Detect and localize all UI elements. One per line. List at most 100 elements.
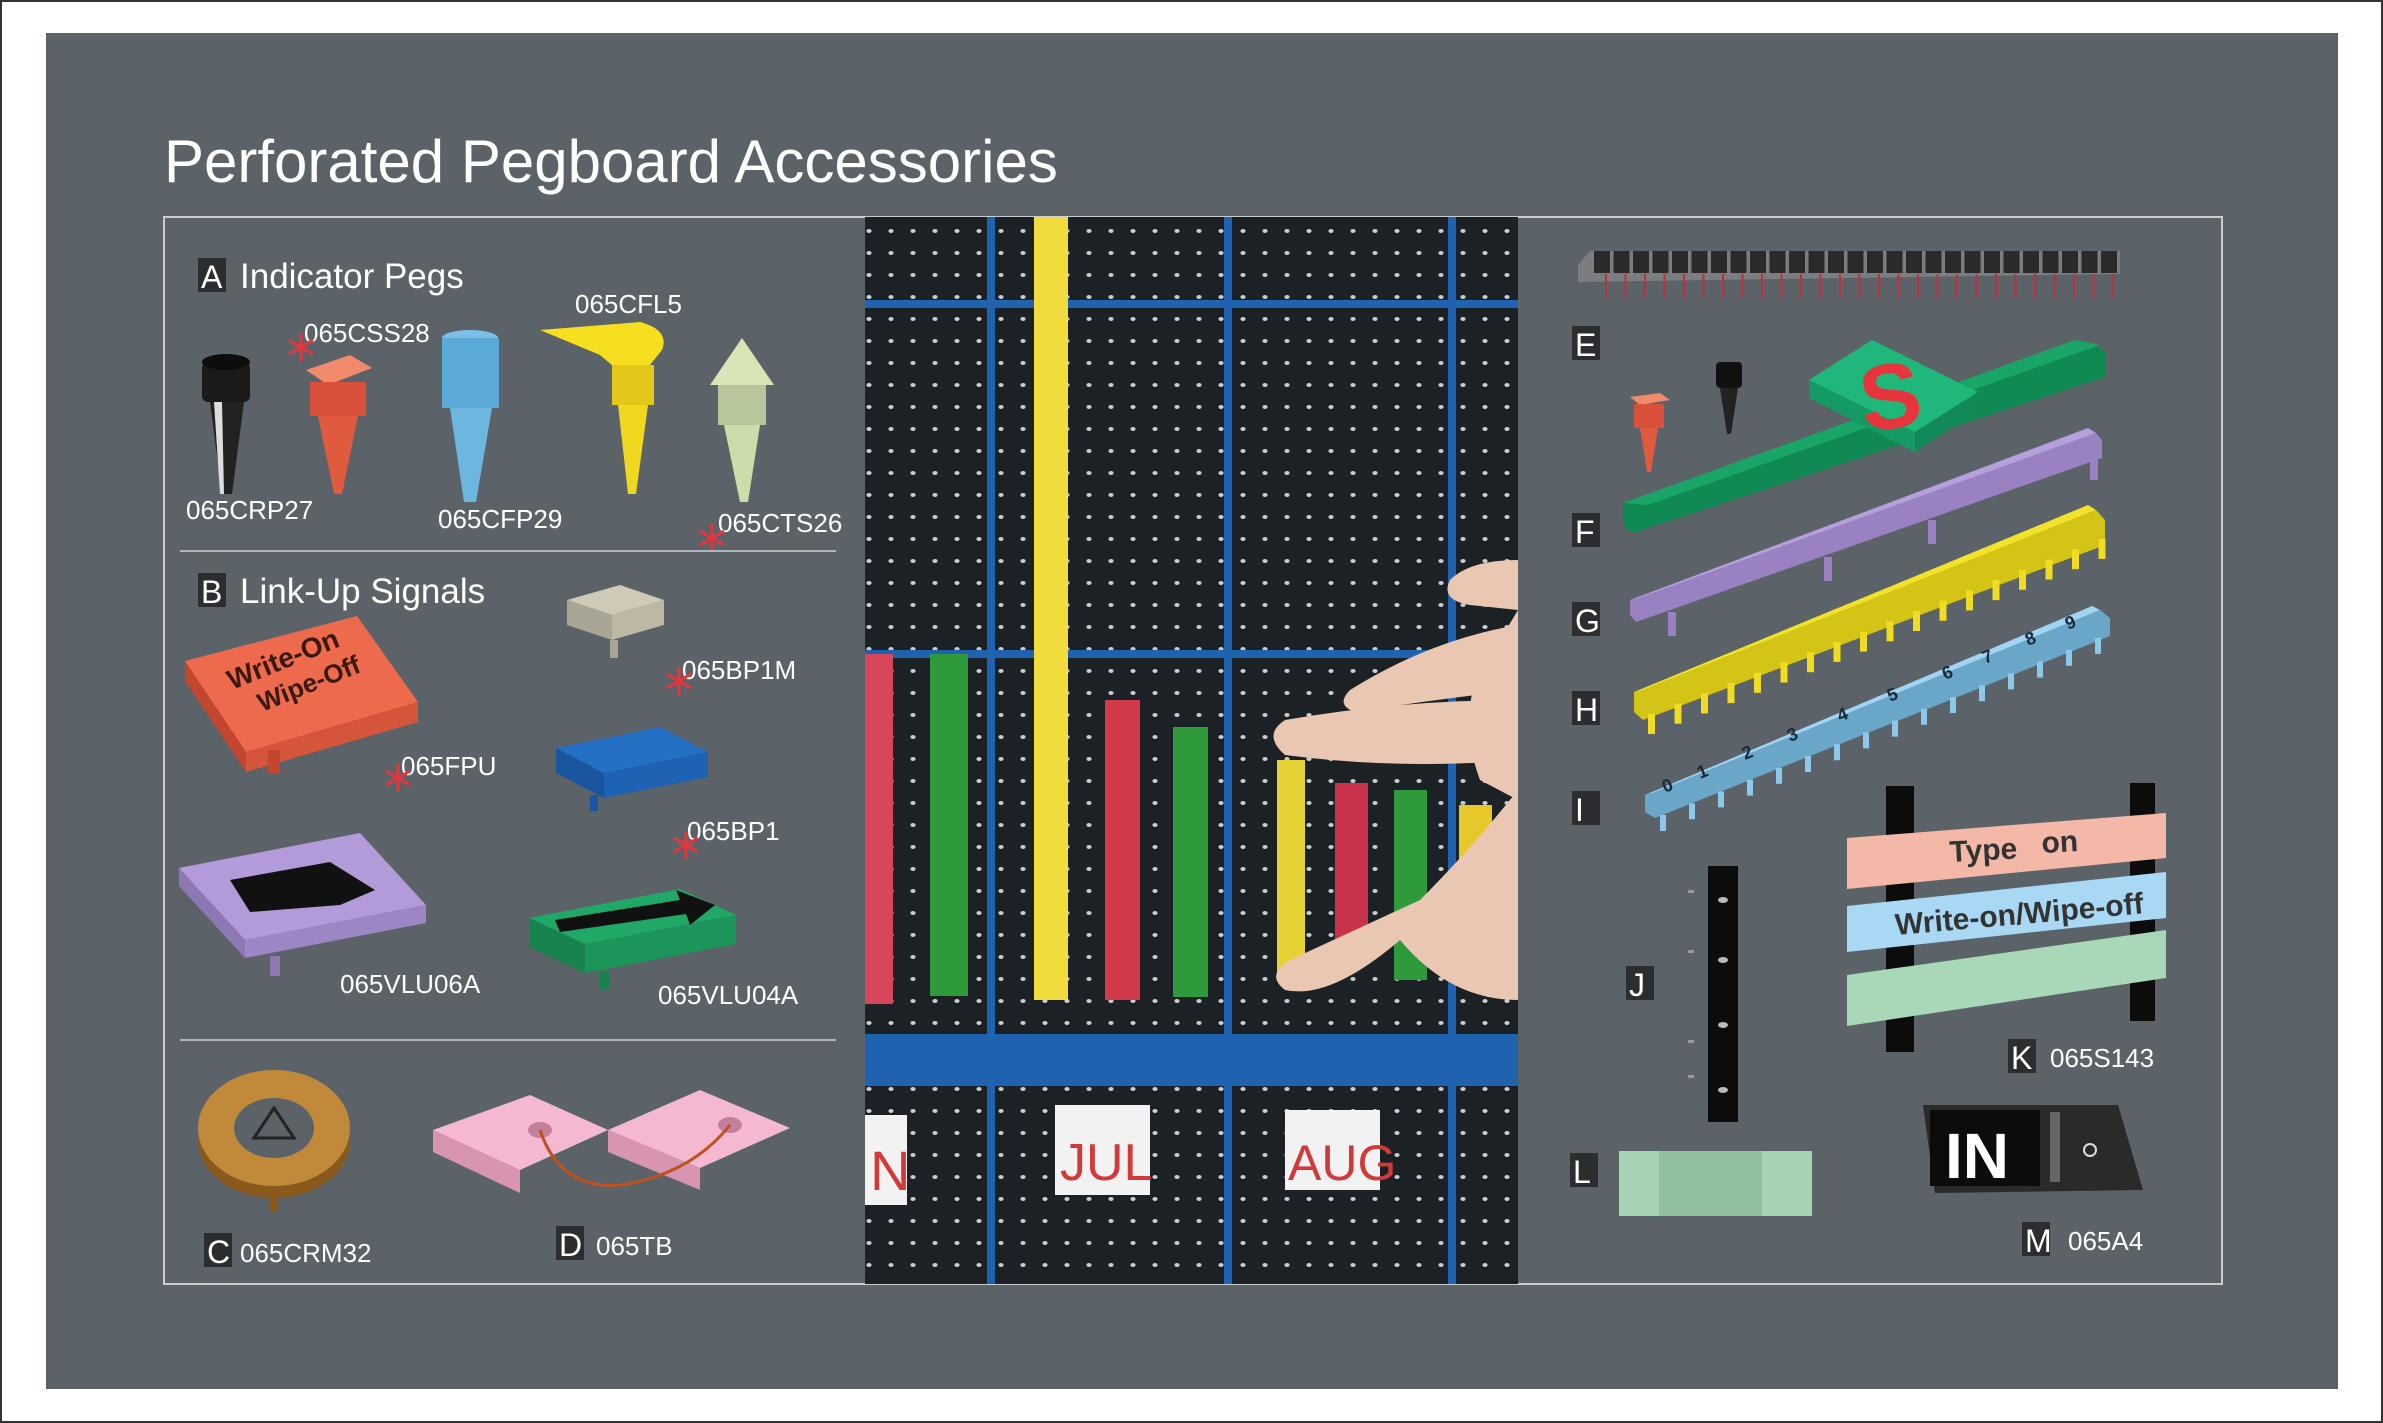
strip-cell xyxy=(1867,251,1883,273)
bar-peg xyxy=(2037,661,2043,678)
section-title: Indicator Pegs xyxy=(240,257,464,296)
asterisk-icon xyxy=(673,831,699,859)
code-065CSS28: 065CSS28 xyxy=(304,318,430,348)
strip-cell xyxy=(1886,251,1903,273)
bar-peg xyxy=(1727,683,1735,704)
bar-peg xyxy=(2072,549,2079,570)
bar-peg xyxy=(1921,708,1927,725)
peg-black-small xyxy=(1716,362,1742,434)
label-j: J xyxy=(1629,967,1645,1003)
section-d-tile-link: D 065TB xyxy=(433,1090,790,1263)
bar-i-numbered: 0 1 2 3 4 5 6 7 8 9 xyxy=(1645,606,2110,831)
bar-peg xyxy=(2098,538,2106,559)
strip-cell xyxy=(1964,251,1981,273)
bar-peg xyxy=(1834,744,1840,761)
strip-cell xyxy=(1711,251,1727,273)
code-065BP1: 065BP1 xyxy=(687,816,780,846)
strip-cell xyxy=(1691,251,1708,273)
asterisk-icon xyxy=(385,764,411,792)
asterisk-icon xyxy=(699,524,725,552)
section-letter: C xyxy=(207,1234,230,1270)
yellow-comb-bar xyxy=(1277,760,1305,972)
label-f: F xyxy=(1575,514,1595,550)
section-a-indicator-pegs: A Indicator Pegs xyxy=(186,257,842,552)
code-065A4: 065A4 xyxy=(2068,1226,2143,1256)
bar-peg xyxy=(1860,631,1867,652)
section-letter: D xyxy=(559,1227,582,1263)
bar-peg xyxy=(1886,621,1894,642)
signal-green-065VLU04A xyxy=(529,889,736,989)
signal-grey-065BP1M xyxy=(567,585,664,658)
strip-cell xyxy=(1945,251,1961,273)
arrow-icon xyxy=(555,890,715,932)
bar-peg xyxy=(2019,569,2026,590)
label-m: M xyxy=(2025,1223,2052,1259)
peg-yellow-065CFL5 xyxy=(540,322,664,494)
strip-text-on: on xyxy=(2041,825,2079,860)
bar-peg xyxy=(1807,652,1814,673)
peg-black-065CRP27 xyxy=(202,354,250,494)
strip-cell xyxy=(1594,251,1610,273)
bar-peg xyxy=(1780,662,1788,683)
strip-cell xyxy=(1672,251,1688,273)
bar-peg xyxy=(2045,559,2053,580)
month-card xyxy=(1285,1110,1380,1190)
bar-f-green: S xyxy=(1623,340,2105,533)
strip-cell xyxy=(1847,251,1864,273)
strip-blank-green xyxy=(1847,930,2166,1026)
red-bar xyxy=(1105,700,1140,1000)
strip-write-on xyxy=(1847,872,2166,952)
bar-peg xyxy=(1648,714,1655,734)
peg-red-small xyxy=(1630,393,1670,472)
strip-cell xyxy=(1652,251,1669,273)
hand xyxy=(1273,560,1518,1000)
bar-peg xyxy=(1718,791,1724,808)
strip-cell xyxy=(1613,251,1630,273)
strip-cell xyxy=(2101,251,2117,273)
label-i: I xyxy=(1575,792,1584,828)
month-label: N xyxy=(870,1139,910,1202)
strip-cell xyxy=(2062,251,2078,273)
asterisk-icon xyxy=(288,333,314,361)
peg-red-065CSS28 xyxy=(306,355,372,494)
section-letter: A xyxy=(201,259,223,295)
label-chip xyxy=(198,573,226,607)
strip-cell xyxy=(1633,251,1649,273)
bar-peg xyxy=(1892,720,1898,737)
strip-cell xyxy=(2081,251,2098,273)
red-bar xyxy=(1335,783,1368,943)
bar-peg xyxy=(1913,611,1920,631)
bar-peg xyxy=(1833,641,1841,662)
bar-peg xyxy=(1863,732,1869,749)
code-065BP1M: 065BP1M xyxy=(682,655,796,685)
strip-text-type: Type xyxy=(1949,832,2018,869)
bar-peg xyxy=(1689,803,1695,820)
strip-cell xyxy=(1925,251,1942,273)
bar-peg xyxy=(1805,756,1811,772)
month-card xyxy=(1055,1105,1150,1195)
strips-k: Type on Write-on/Wipe-off xyxy=(1847,783,2166,1052)
strip-cell xyxy=(2023,251,2039,273)
arrow-icon xyxy=(230,862,375,912)
bar-peg xyxy=(1747,779,1753,796)
chart-strip-e xyxy=(1578,251,2120,297)
section-letter: B xyxy=(201,574,222,610)
bar-peg xyxy=(1776,767,1782,784)
strip-j xyxy=(1688,866,1738,1122)
strip-cell xyxy=(1750,251,1766,273)
code-065S143: 065S143 xyxy=(2050,1043,2154,1073)
month-label: JUL xyxy=(1060,1134,1152,1192)
code-065CTS26: 065CTS26 xyxy=(718,508,842,538)
bar-g-purple xyxy=(1630,428,2102,636)
code-065CRM32: 065CRM32 xyxy=(240,1238,372,1268)
code-065CFL5: 065CFL5 xyxy=(575,289,682,319)
section-title: Link-Up Signals xyxy=(240,572,485,611)
signal-blue-065BP1 xyxy=(556,727,708,811)
bar-peg xyxy=(1754,672,1761,693)
label-h: H xyxy=(1575,692,1598,728)
green-bar xyxy=(930,654,968,996)
month-card xyxy=(865,1115,907,1205)
holder-l xyxy=(1619,1151,1812,1216)
label-k: K xyxy=(2011,1040,2032,1076)
bar-peg xyxy=(1979,685,1985,702)
